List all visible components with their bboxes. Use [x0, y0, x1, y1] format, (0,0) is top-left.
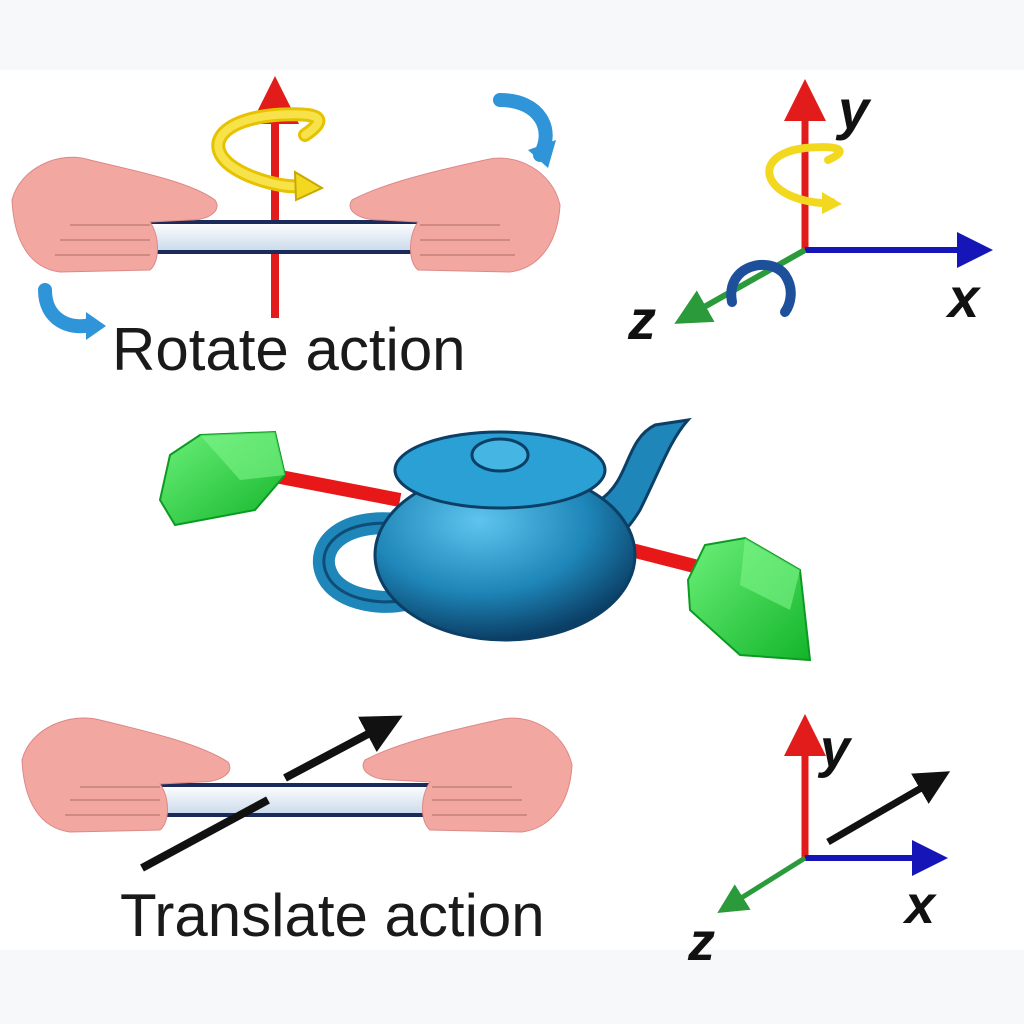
- rotation-loop-icon: [765, 143, 844, 207]
- teapot-scene: [158, 417, 812, 662]
- hand-icon: [21, 717, 231, 833]
- z-axis-arrow: [674, 247, 807, 324]
- z-axis-arrow: [717, 855, 807, 913]
- hand-icon: [349, 157, 561, 273]
- translate-action-illustration: [21, 715, 573, 872]
- hand-icon: [11, 156, 218, 273]
- translate-arrow: [283, 715, 403, 782]
- y-axis-label: y: [820, 719, 851, 779]
- translate-arrow: [826, 771, 951, 846]
- diagram-canvas: [11, 76, 993, 913]
- z-axis-label: z: [628, 288, 656, 351]
- teapot-icon: [312, 417, 692, 642]
- translate-arrow: [140, 796, 270, 872]
- cube-handle-icon: [686, 536, 812, 662]
- interaction-diagram: Rotate action Translate action y x z y x…: [0, 70, 1024, 969]
- curved-arrow-icon: [38, 283, 97, 334]
- rotate-action-caption: Rotate action: [112, 316, 466, 383]
- translate-action-caption: Translate action: [120, 882, 545, 949]
- x-axis-label: x: [948, 266, 980, 329]
- translate-axes-diagram: [717, 714, 951, 913]
- handle-rod: [268, 468, 402, 507]
- z-axis-label: z: [688, 912, 715, 972]
- cube-handle-icon: [158, 430, 287, 527]
- x-axis-label: x: [905, 875, 936, 935]
- curved-arrow-icon: [726, 259, 796, 317]
- rotate-action-illustration: [11, 76, 561, 340]
- y-axis-label: y: [838, 78, 870, 141]
- tablet-device-icon: [118, 783, 452, 817]
- hand-icon: [362, 717, 573, 833]
- tablet-device-icon: [108, 220, 442, 254]
- rotate-axes-diagram: [674, 79, 993, 324]
